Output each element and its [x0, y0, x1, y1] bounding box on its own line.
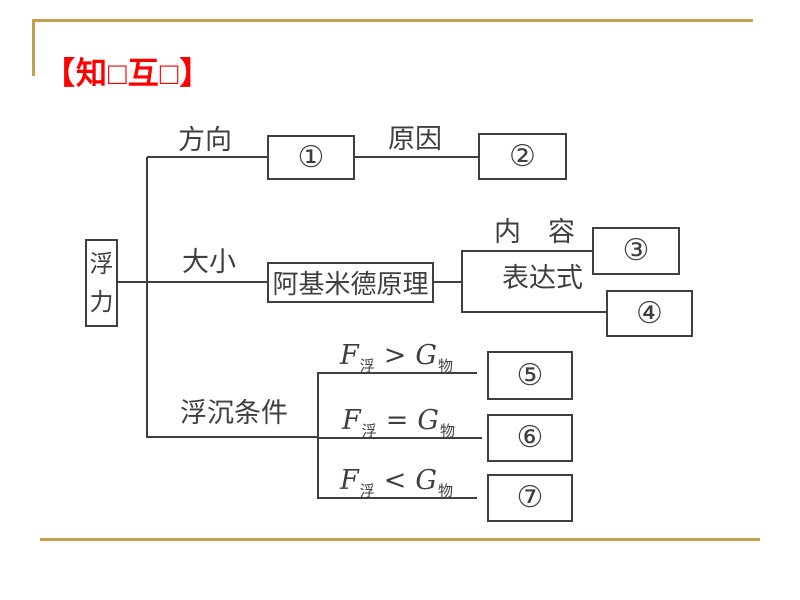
gravity-symbol: G — [415, 465, 437, 496]
connector-line — [355, 156, 478, 158]
label-expression: 表达式 — [502, 263, 583, 294]
gravity-subscript: 物 — [437, 482, 453, 500]
connector-line — [318, 497, 477, 499]
branch-line — [317, 372, 319, 499]
connector-line — [318, 437, 482, 439]
gravity-symbol: G — [415, 340, 437, 371]
condition-label-float-less: F浮 < G物 — [340, 466, 453, 500]
label-magnitude: 大小 — [182, 247, 236, 278]
connector-line — [318, 372, 477, 374]
answer-box-4-number: ④ — [636, 295, 663, 331]
force-subscript: 浮 — [359, 357, 375, 375]
condition-label-float-equal: F浮 = G物 — [342, 406, 455, 440]
answer-box-3-number: ③ — [622, 233, 650, 268]
node-archimedes-principle: 阿基米德原理 — [267, 262, 434, 303]
answer-box-1-number: ① — [297, 139, 325, 175]
condition-label-float-greater: F浮 > G物 — [340, 341, 453, 375]
gold-rule-left — [32, 19, 35, 76]
answer-box-3: ③ — [592, 227, 680, 275]
force-symbol: F — [342, 405, 361, 436]
answer-box-6: ⑥ — [487, 414, 573, 462]
gravity-subscript: 物 — [439, 422, 455, 440]
trunk-line — [146, 157, 148, 438]
operator: > — [383, 340, 407, 371]
answer-box-6-number: ⑥ — [516, 420, 544, 455]
answer-box-5-number: ⑤ — [516, 357, 544, 393]
connector-line — [147, 281, 268, 283]
connector-line — [433, 281, 462, 283]
connector-line — [462, 311, 607, 313]
page-title: 【知□互□】 — [44, 56, 212, 91]
force-subscript: 浮 — [359, 482, 375, 500]
answer-box-2: ② — [478, 133, 567, 180]
answer-box-1: ① — [267, 135, 355, 180]
gravity-symbol: G — [417, 405, 439, 436]
answer-box-4: ④ — [606, 290, 693, 337]
gold-rule-bottom — [40, 538, 760, 541]
gold-rule-top — [33, 19, 753, 22]
operator: = — [385, 405, 409, 436]
answer-box-7: ⑦ — [487, 474, 573, 522]
label-direction: 方向 — [178, 125, 232, 156]
connector-line — [147, 156, 268, 158]
connector-line — [147, 436, 318, 438]
label-float-sink-conditions: 浮沉条件 — [180, 398, 288, 429]
force-symbol: F — [340, 340, 359, 371]
answer-box-5: ⑤ — [487, 351, 573, 400]
gravity-subscript: 物 — [437, 357, 453, 375]
label-content: 内 容 — [494, 217, 575, 248]
force-symbol: F — [340, 465, 359, 496]
label-cause: 原因 — [388, 124, 442, 155]
force-subscript: 浮 — [361, 422, 377, 440]
answer-box-7-number: ⑦ — [516, 480, 544, 515]
root-node-buoyancy: 浮力 — [85, 239, 118, 327]
root-node-label: 浮力 — [89, 249, 114, 316]
answer-box-2-number: ② — [509, 138, 536, 174]
connector-line — [462, 250, 593, 252]
operator: < — [383, 465, 407, 496]
branch-line — [461, 250, 463, 313]
connector-line — [117, 281, 147, 283]
